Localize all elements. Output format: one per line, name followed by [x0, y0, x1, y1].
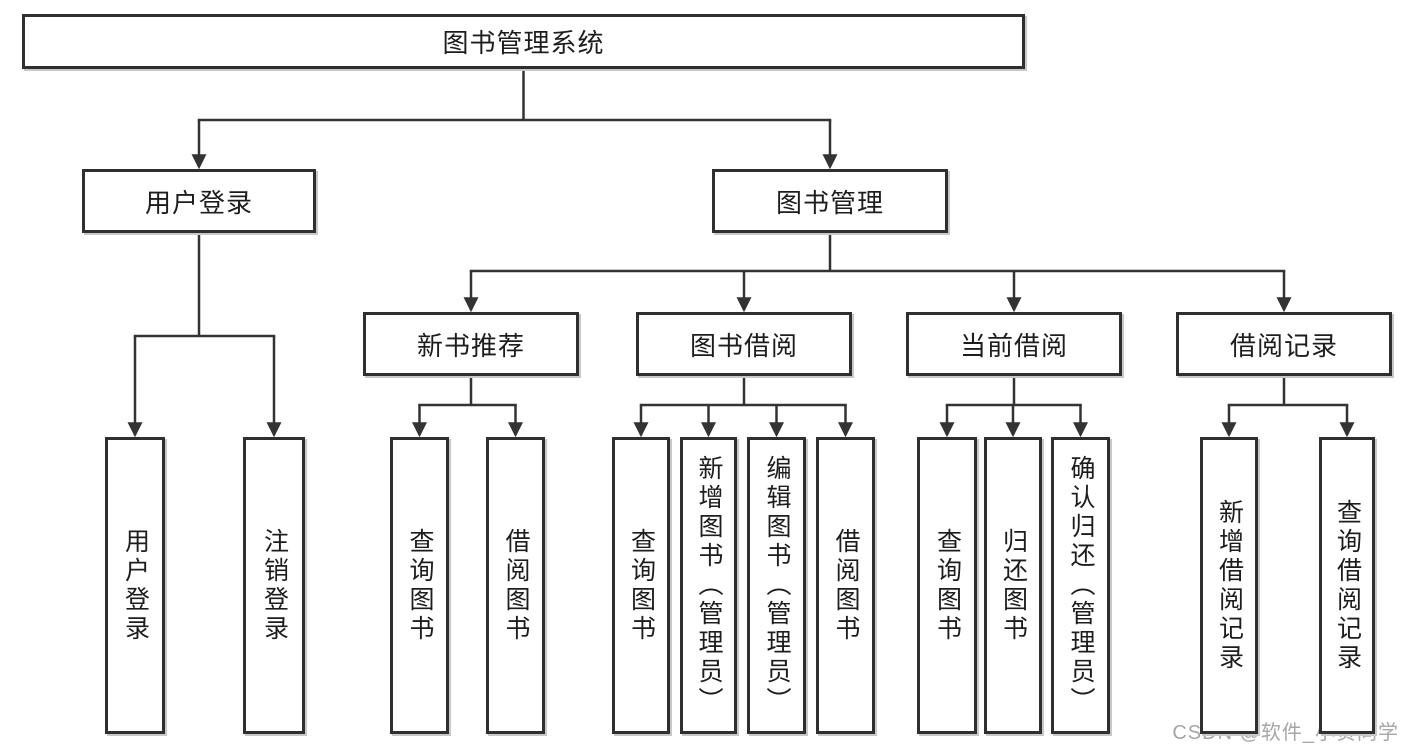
node-current: 当前借阅: [906, 312, 1122, 376]
node-label-newbook: 新书推荐: [416, 330, 525, 361]
node-ul-logout: 注销登录: [243, 437, 305, 734]
node-login: 用户登录: [82, 169, 316, 233]
node-nb-borrow: 借阅图书: [486, 437, 545, 734]
node-record: 借阅记录: [1176, 312, 1392, 376]
edge-lines: [127, 69, 1355, 438]
node-bb-edit: 编辑图书（管理员）: [747, 437, 806, 734]
node-label-bb-add: 新增图书（管理员）: [695, 455, 723, 716]
node-bb-add: 新增图书（管理员）: [680, 437, 737, 734]
node-cb-query: 查询图书: [917, 437, 977, 734]
node-cb-confirm: 确认归还（管理员）: [1051, 437, 1110, 734]
node-label-cb-confirm: 确认归还（管理员）: [1067, 455, 1095, 716]
node-label-bb-edit: 编辑图书（管理员）: [763, 455, 791, 716]
node-label-cb-query: 查询图书: [933, 527, 962, 644]
node-label-nb-query: 查询图书: [406, 527, 434, 644]
node-ul-login: 用户登录: [105, 437, 165, 734]
node-label-current: 当前借阅: [959, 330, 1068, 361]
node-label-mgmt: 图书管理: [775, 187, 884, 218]
node-label-bb-query: 查询图书: [627, 527, 656, 644]
node-label-br-query: 查询借阅记录: [1333, 498, 1362, 673]
node-label-nb-borrow: 借阅图书: [502, 527, 530, 644]
node-bb-borrow: 借阅图书: [816, 437, 875, 734]
node-root: 图书管理系统: [22, 14, 1025, 69]
node-label-root: 图书管理系统: [442, 28, 605, 58]
node-bb-query: 查询图书: [612, 437, 670, 734]
node-mgmt: 图书管理: [712, 169, 948, 233]
node-nb-query: 查询图书: [390, 437, 449, 734]
node-label-record: 借阅记录: [1229, 330, 1338, 361]
node-br-add: 新增借阅记录: [1200, 437, 1258, 734]
node-br-query: 查询借阅记录: [1319, 437, 1375, 734]
node-label-bb-borrow: 借阅图书: [832, 527, 860, 644]
node-label-login: 用户登录: [144, 187, 253, 218]
node-label-borrow: 图书借阅: [689, 330, 798, 361]
node-borrow: 图书借阅: [636, 312, 852, 376]
node-label-ul-logout: 注销登录: [260, 527, 289, 644]
node-newbook: 新书推荐: [363, 312, 579, 376]
node-label-ul-login: 用户登录: [121, 527, 150, 644]
node-cb-return: 归还图书: [984, 437, 1042, 734]
node-label-br-add: 新增借阅记录: [1215, 498, 1244, 673]
node-label-cb-return: 归还图书: [999, 527, 1028, 644]
